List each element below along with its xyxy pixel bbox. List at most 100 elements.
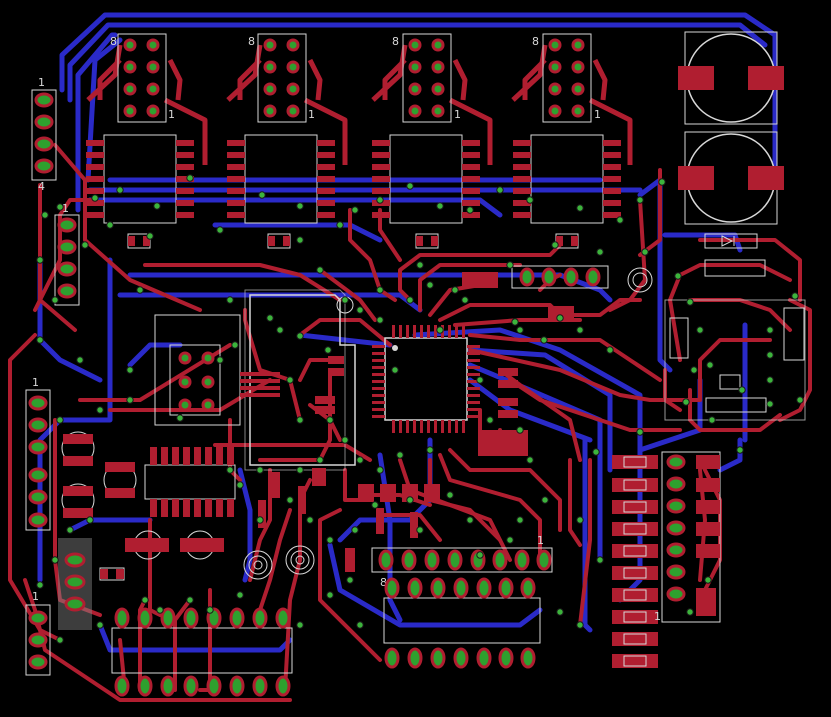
via (371, 501, 379, 509)
via (526, 456, 534, 464)
via (576, 516, 584, 524)
soic-ic-4 (513, 134, 621, 224)
via (126, 396, 134, 404)
left-conn-mid2-pin1: 1 (32, 376, 39, 389)
electrolytic-caps (61, 431, 224, 560)
via (341, 296, 349, 304)
via (91, 194, 99, 202)
via (766, 376, 774, 384)
via (592, 448, 600, 456)
via (346, 576, 354, 584)
qfp-pad-top (427, 325, 430, 338)
via (258, 191, 266, 199)
via (126, 366, 134, 374)
via (791, 292, 799, 300)
qfp-pad-bottom (455, 420, 458, 433)
via (576, 621, 584, 629)
via (356, 456, 364, 464)
via (576, 204, 584, 212)
via (461, 296, 469, 304)
via (506, 261, 514, 269)
via (766, 400, 774, 408)
via (324, 346, 332, 354)
via (516, 326, 524, 334)
crystals (243, 267, 653, 580)
via (511, 318, 519, 326)
header3-pin8-label: 8 (392, 35, 399, 48)
via (396, 451, 404, 459)
power-regulator-section (664, 233, 806, 421)
via (351, 206, 359, 214)
bottom-header-2x8: 8 1 (371, 534, 553, 589)
via (576, 326, 584, 334)
via (556, 314, 564, 322)
qfp-pad-bottom (399, 420, 402, 433)
via (96, 406, 104, 414)
qfp-pad-bottom (420, 420, 423, 433)
via (506, 536, 514, 544)
via (636, 428, 644, 436)
via (596, 248, 604, 256)
left-connector-mid: 1 (54, 202, 80, 306)
header4-pin1-label: 1 (594, 108, 601, 121)
qfp-pad-bottom (427, 420, 430, 433)
header1-pin8-label: 8 (110, 35, 117, 48)
via (516, 516, 524, 524)
bulk-capacitors (678, 31, 784, 225)
via (376, 196, 384, 204)
via (682, 398, 690, 406)
via (596, 556, 604, 564)
dip16-bottom-left (111, 607, 293, 697)
via (36, 256, 44, 264)
via (286, 496, 294, 504)
via (66, 526, 74, 534)
via (658, 178, 666, 186)
qfp-pad-bottom (413, 420, 416, 433)
via (153, 202, 161, 210)
mcu-qfp (372, 325, 480, 433)
via (56, 203, 64, 211)
left-connector-lower: 1 (25, 376, 51, 531)
via (231, 341, 239, 349)
via (226, 296, 234, 304)
via (341, 436, 349, 444)
qfp-pad-left (372, 387, 385, 390)
via (216, 226, 224, 234)
via (51, 296, 59, 304)
via (541, 496, 549, 504)
via (296, 466, 304, 474)
header-block-4: 8 1 (532, 33, 601, 123)
bottom-header-pin1: 1 (537, 534, 544, 547)
via (426, 281, 434, 289)
via (391, 366, 399, 374)
qfp-pad-top (406, 325, 409, 338)
qfp-pad-right (467, 352, 480, 355)
via (466, 516, 474, 524)
power-jack (58, 538, 125, 630)
via (766, 351, 774, 359)
header-block-1: 8 1 (110, 33, 175, 123)
qfp-pad-right (467, 415, 480, 418)
header3-pin1-label: 1 (454, 108, 461, 121)
via (236, 591, 244, 599)
qfp-pad-top (420, 325, 423, 338)
header2-pin1-label: 1 (308, 108, 315, 121)
via (426, 446, 434, 454)
soic-ic-2 (227, 134, 335, 224)
qfp-pad-left (372, 359, 385, 362)
via (36, 336, 44, 344)
via (266, 314, 274, 322)
via (141, 596, 149, 604)
via (496, 186, 504, 194)
via (41, 211, 49, 219)
qfp-pad-right (467, 394, 480, 397)
vias (36, 174, 804, 644)
via (416, 261, 424, 269)
via (376, 316, 384, 324)
via (636, 196, 644, 204)
via (136, 286, 144, 294)
dip16-bottom (383, 577, 541, 669)
via (376, 286, 384, 294)
via (704, 576, 712, 584)
bottom-header-pin8: 8 (380, 576, 387, 589)
